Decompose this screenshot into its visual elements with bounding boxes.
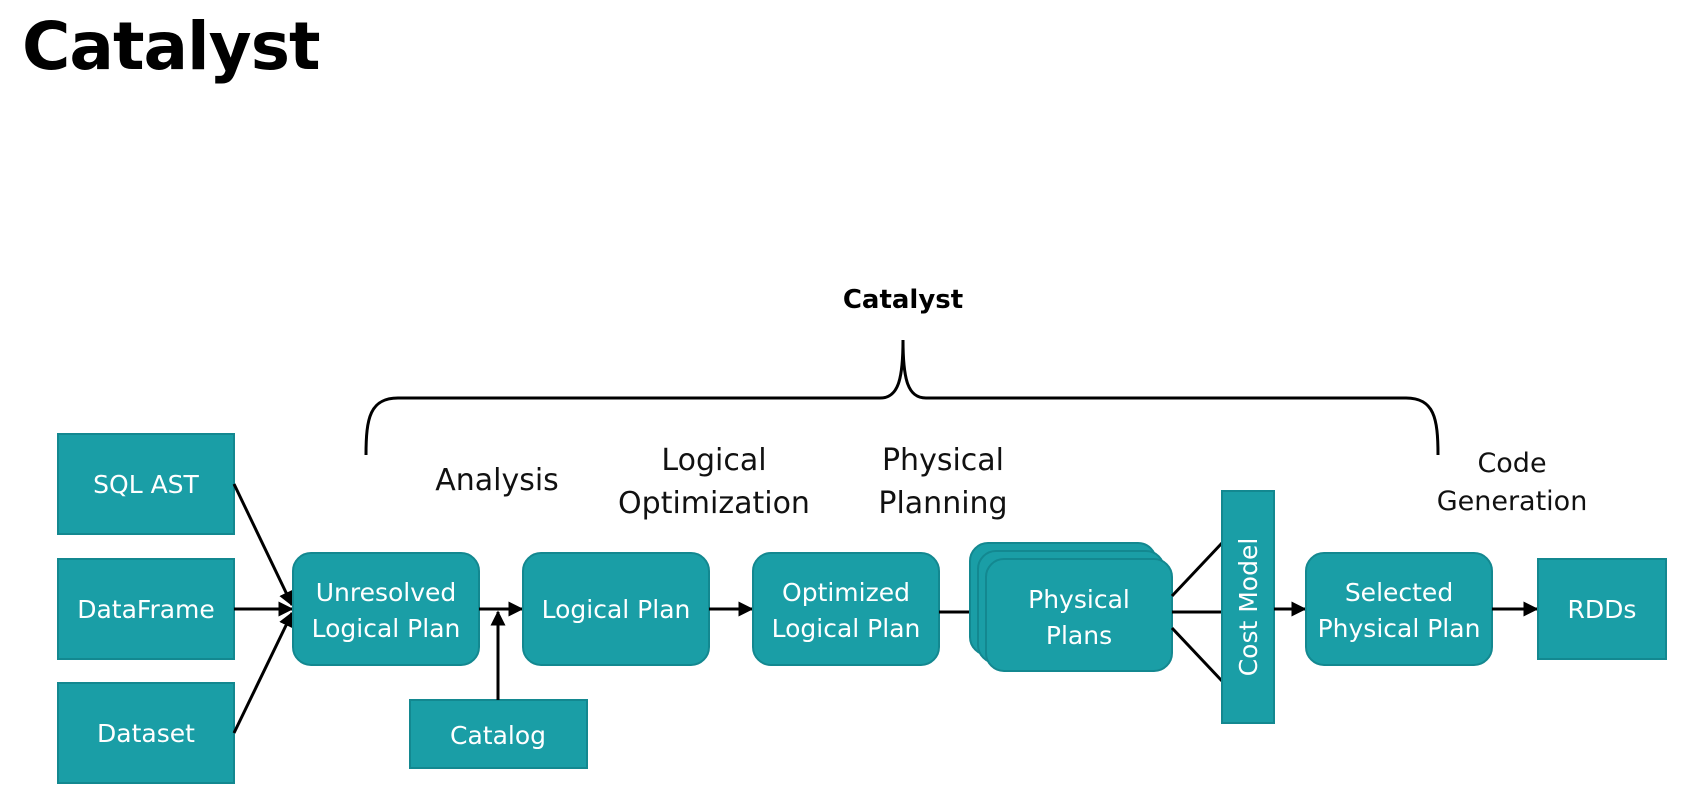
page-title: Catalyst [22,8,321,85]
node-selected-physical-plan-label-line-1: Selected [1345,578,1453,607]
node-unresolved-logical-plan-label-line-2: Logical Plan [312,614,461,643]
node-sql-ast-label: SQL AST [93,470,199,499]
node-physical-plans-label-line-2: Plans [1046,621,1112,650]
arrow-sql-ast-to-unresolved [232,483,294,607]
node-dataset-label: Dataset [97,719,195,748]
stage-label-analysis: Analysis [435,463,559,498]
node-catalog-label: Catalog [450,721,546,750]
node-optimized-logical-plan-label-line-2: Logical Plan [772,614,921,643]
node-unresolved-logical-plan [292,552,480,666]
catalyst-brace [364,339,1440,456]
node-dataframe [57,558,235,660]
stage-label-physical-planning-line-1: Physical [882,443,1004,478]
node-dataset [57,682,235,784]
node-physical-plans-label-line-1: Physical [1028,585,1130,614]
arrow-dataset-to-unresolved [232,611,294,734]
stage-label-physical-planning-line-2: Planning [878,486,1007,521]
line-physical-plans-to-cost-model-top [1170,541,1224,598]
node-logical-plan-label: Logical Plan [542,595,691,624]
stage-label-logical-optimization-line-1: Logical [661,443,766,478]
node-cost-model-label: Cost Model [1234,538,1263,677]
stage-label-logical-optimization-line-2: Optimization [618,486,810,521]
node-selected-physical-plan-label-line-2: Physical Plan [1318,614,1481,643]
node-cost-model [1221,490,1275,724]
node-optimized-logical-plan-label-line-1: Optimized [782,578,910,607]
stage-label-code-generation-line-2: Generation [1437,486,1588,517]
node-sql-ast [57,433,235,535]
node-rdds-label: RDDs [1568,595,1637,624]
node-selected-physical-plan [1305,552,1493,666]
node-optimized-logical-plan [752,552,940,666]
node-physical-plans [985,558,1173,672]
line-physical-plans-to-cost-model-bottom [1170,626,1224,683]
catalyst-section-label: Catalyst [843,285,963,315]
node-rdds [1537,558,1667,660]
stage-label-code-generation-line-1: Code [1477,448,1546,479]
node-dataframe-label: DataFrame [77,595,215,624]
node-unresolved-logical-plan-label-line-1: Unresolved [316,578,457,607]
